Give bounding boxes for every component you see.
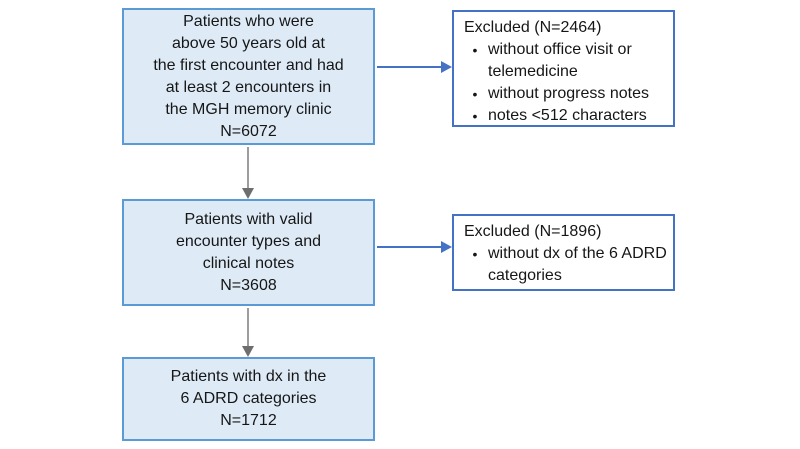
right-arrow-head-icon xyxy=(441,61,452,73)
flow-box-adrd-dx-text: Patients with dx in the 6 ADRD categorie… xyxy=(170,368,327,429)
down-arrow-head-icon xyxy=(242,346,254,357)
excluded-1-bullet-1-text: without office visit or telemedicine xyxy=(488,41,632,80)
flow-box-excluded-2: Excluded (N=1896) • without dx of the 6 … xyxy=(452,214,675,291)
excluded-2-bullet-1-text: without dx of the 6 ADRD categories xyxy=(488,245,667,284)
excluded-1-bullet-1: • without office visit or telemedicine xyxy=(462,39,667,83)
right-arrow-head-icon xyxy=(441,241,452,253)
excluded-2-bullet-1: • without dx of the 6 ADRD categories xyxy=(462,243,667,287)
bullet-icon: • xyxy=(472,86,478,102)
down-arrow-head-icon xyxy=(242,188,254,199)
flow-box-adrd-dx: Patients with dx in the 6 ADRD categorie… xyxy=(122,357,375,441)
down-arrow-line-2 xyxy=(247,308,249,347)
down-arrow-line-1 xyxy=(247,147,249,189)
bullet-icon: • xyxy=(472,42,478,58)
bullet-icon: • xyxy=(472,108,478,124)
flow-box-initial-cohort: Patients who were above 50 years old at … xyxy=(122,8,375,145)
flow-box-valid-encounters: Patients with valid encounter types and … xyxy=(122,199,375,306)
excluded-1-bullet-2: • without progress notes xyxy=(462,83,667,105)
flow-box-initial-cohort-text: Patients who were above 50 years old at … xyxy=(153,12,344,140)
excluded-1-bullet-2-text: without progress notes xyxy=(488,85,649,102)
excluded-1-bullet-3-text: notes <512 characters xyxy=(488,107,647,124)
right-arrow-line-2 xyxy=(377,246,442,248)
excluded-2-title: Excluded (N=1896) xyxy=(464,223,602,240)
flow-box-valid-encounters-text: Patients with valid encounter types and … xyxy=(176,210,321,294)
excluded-1-title: Excluded (N=2464) xyxy=(464,19,602,36)
right-arrow-line-1 xyxy=(377,66,442,68)
excluded-1-bullet-3: • notes <512 characters xyxy=(462,105,667,127)
flow-box-excluded-1: Excluded (N=2464) • without office visit… xyxy=(452,10,675,127)
bullet-icon: • xyxy=(472,246,478,262)
